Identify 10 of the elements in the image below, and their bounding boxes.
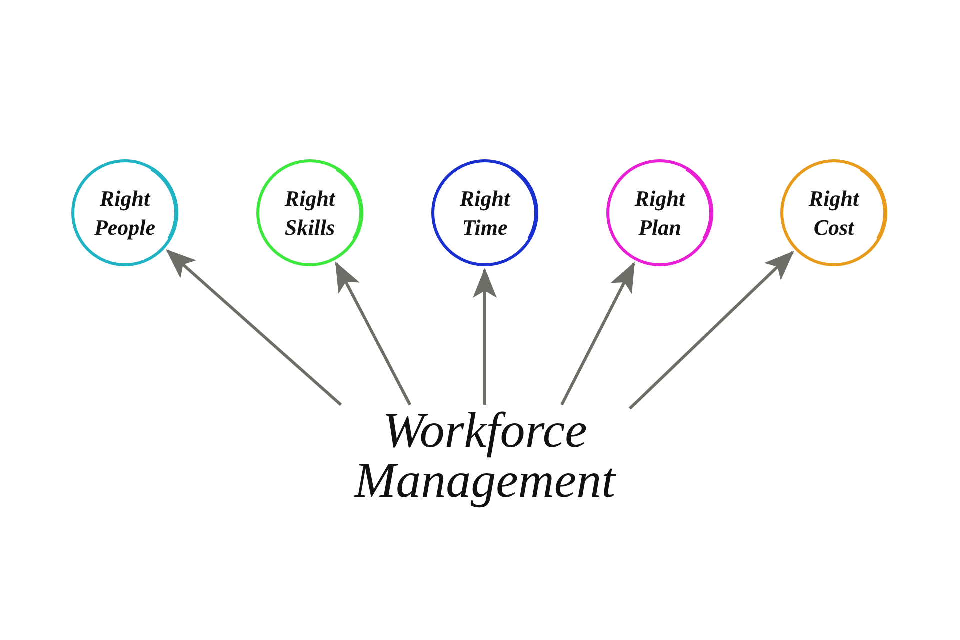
arrow [560, 262, 636, 406]
node-label: Right Cost [808, 185, 861, 242]
arrow [628, 251, 794, 410]
node-label: Right People [93, 185, 157, 242]
node-label: Right Plan [634, 185, 687, 242]
node-label: Right Skills [284, 185, 337, 242]
node-label: Right Time [458, 185, 512, 242]
arrow [335, 262, 412, 406]
arrow [473, 268, 497, 405]
arrow [166, 250, 342, 406]
